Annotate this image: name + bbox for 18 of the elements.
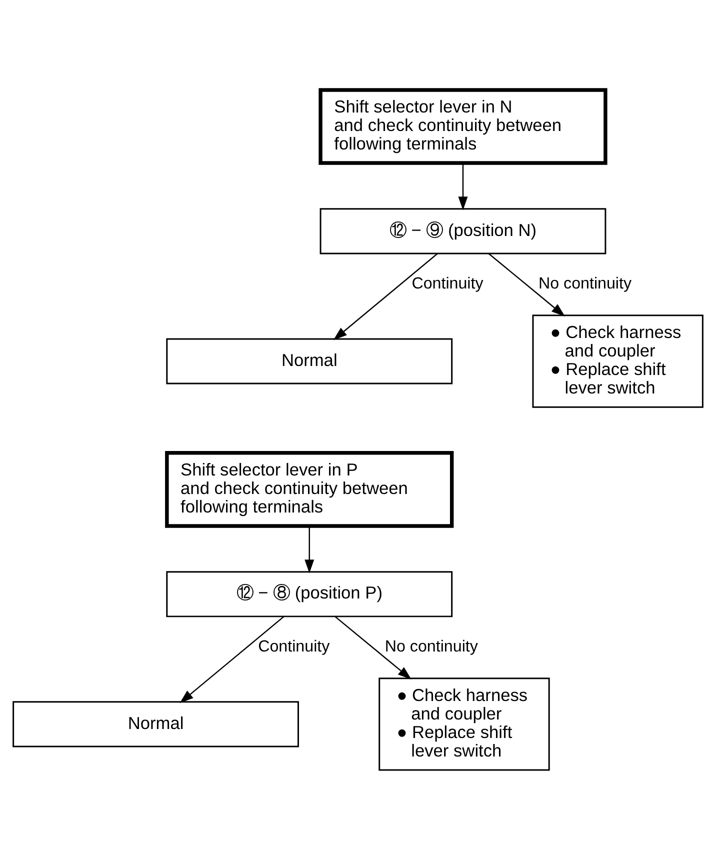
node-box: Normal	[166, 338, 453, 384]
node-box: Normal	[12, 701, 299, 748]
node-box: Shift selector lever in N and check continuity between following terminals	[318, 88, 608, 165]
arrow	[488, 253, 566, 317]
arrow	[180, 616, 284, 704]
arrow	[458, 163, 468, 210]
arrow	[304, 526, 314, 574]
edge-label: Continuity	[412, 274, 484, 293]
node-box: ● Check harness and coupler ● Replace shift lever switch	[532, 314, 704, 408]
node-box: ● Check harness and coupler ● Replace shift lever switch	[378, 678, 550, 771]
edge-label: No continuity	[538, 274, 632, 293]
arrow	[334, 616, 412, 680]
node-box: Shift selector lever in P and check continuity between following terminals	[165, 451, 454, 528]
node-box: ⑫ − ⑨ (position N)	[320, 208, 606, 254]
arrow	[333, 253, 438, 340]
edge-label: No continuity	[384, 638, 478, 656]
node-box: ⑫ − ⑧ (position P)	[166, 571, 453, 618]
edge-label: Continuity	[258, 638, 330, 656]
